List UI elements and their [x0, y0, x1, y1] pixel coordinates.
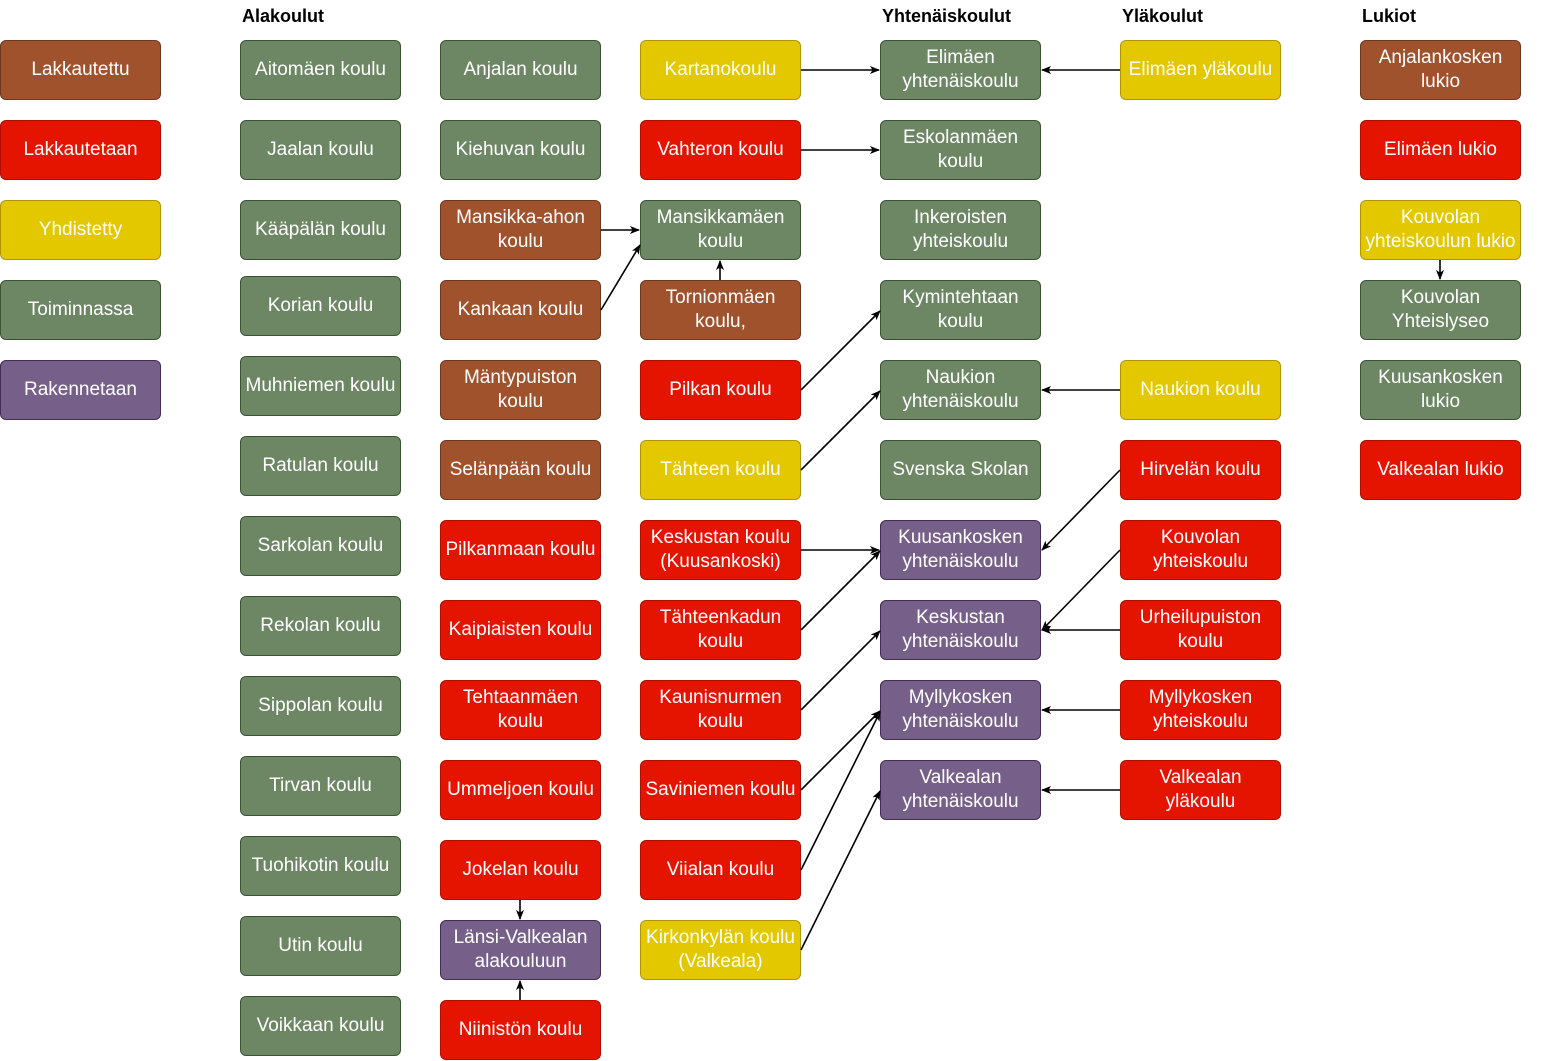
- school-muhniemen: Muhniemen koulu: [240, 356, 401, 416]
- header-ylakoulut: Yläkoulut: [1122, 6, 1204, 26]
- arrow-kouvolan-yhteiskoulu-to-keskustan: [1041, 549, 1121, 631]
- school-tuohikotin: Tuohikotin koulu: [240, 836, 401, 896]
- ylakoulu-kouvolan-yhteiskoulu: Kouvolan yhteiskoulu: [1120, 520, 1281, 580]
- school-tahteen: Tähteen koulu: [640, 440, 801, 500]
- school-kartanokoulu: Kartanokoulu: [640, 40, 801, 100]
- ylakoulu-urheilupuiston: Urheilupuiston koulu: [1120, 600, 1281, 660]
- school-tehtaanmaen: Tehtaanmäen koulu: [440, 680, 601, 740]
- lukio-kouvolan-yhteislyseo: Kouvolan Yhteislyseo: [1360, 280, 1521, 340]
- school-utin: Utin koulu: [240, 916, 401, 976]
- yhtenaiskoulu-eskolanmaen: Eskolanmäen koulu: [880, 120, 1041, 180]
- lukio-kouvolan-yhteiskoulun: Kouvolan yhteiskoulun lukio: [1360, 200, 1521, 260]
- yhtenaiskoulu-myllykosken: Myllykosken yhtenäiskoulu: [880, 680, 1041, 740]
- yhtenaiskoulu-keskustan: Keskustan yhtenäiskoulu: [880, 600, 1041, 660]
- school-tornionmaen: Tornionmäen koulu,: [640, 280, 801, 340]
- school-tahteenkadun: Tähteenkadun koulu: [640, 600, 801, 660]
- school-voikkaan: Voikkaan koulu: [240, 996, 401, 1056]
- school-aitomaen: Aitomäen koulu: [240, 40, 401, 100]
- arrow-saviniemen-to-myllykosken: [800, 710, 881, 791]
- lukio-elimaen: Elimäen lukio: [1360, 120, 1521, 180]
- arrow-pilkan-to-kymintehtaan: [800, 310, 881, 391]
- yhtenaiskoulu-valkealan: Valkealan yhtenäiskoulu: [880, 760, 1041, 820]
- school-lansi-valkealan: Länsi-Valkealan alakouluun: [440, 920, 601, 980]
- ylakoulu-valkealan: Valkealan yläkoulu: [1120, 760, 1281, 820]
- school-kaapalan: Kääpälän koulu: [240, 200, 401, 260]
- yhtenaiskoulu-svenska: Svenska Skolan: [880, 440, 1041, 500]
- school-kaunisnurmen: Kaunisnurmen koulu: [640, 680, 801, 740]
- legend-lakkautetaan: Lakkautetaan: [0, 120, 161, 180]
- lukio-kuusankosken: Kuusankosken lukio: [1360, 360, 1521, 420]
- school-kiehuvan: Kiehuvan koulu: [440, 120, 601, 180]
- arrow-tahteenkadun-to-kuusankosken: [800, 550, 881, 631]
- lukio-valkealan: Valkealan lukio: [1360, 440, 1521, 500]
- yhtenaiskoulu-inkeroisten: Inkeroisten yhteiskoulu: [880, 200, 1041, 260]
- ylakoulu-hirvelan: Hirvelän koulu: [1120, 440, 1281, 500]
- legend-rakennetaan: Rakennetaan: [0, 360, 161, 420]
- arrow-kirkonkylan-to-valkealan: [800, 790, 881, 951]
- yhtenaiskoulu-naukion: Naukion yhtenäiskoulu: [880, 360, 1041, 420]
- school-jokelan: Jokelan koulu: [440, 840, 601, 900]
- ylakoulu-elimaen: Elimäen yläkoulu: [1120, 40, 1281, 100]
- arrow-hirvelan-to-kuusankosken: [1041, 469, 1121, 551]
- yhtenaiskoulu-kuusankosken: Kuusankosken yhtenäiskoulu: [880, 520, 1041, 580]
- school-sippolan: Sippolan koulu: [240, 676, 401, 736]
- school-pilkan: Pilkan koulu: [640, 360, 801, 420]
- arrow-viialan-to-myllykosken: [800, 711, 881, 871]
- school-kirkonkylan: Kirkonkylän koulu (Valkeala): [640, 920, 801, 980]
- school-keskustan-kuusankoski: Keskustan koulu (Kuusankoski): [640, 520, 801, 580]
- arrow-kaunisnurmen-to-keskustan: [800, 630, 881, 711]
- school-korian: Korian koulu: [240, 276, 401, 336]
- arrow-kankaan-to-mansikkamaen: [600, 244, 641, 311]
- school-viialan: Viialan koulu: [640, 840, 801, 900]
- school-mansikkamaen: Mansikkamäen koulu: [640, 200, 801, 260]
- school-rekolan: Rekolan koulu: [240, 596, 401, 656]
- ylakoulu-myllykosken-yhteiskoulu: Myllykosken yhteiskoulu: [1120, 680, 1281, 740]
- header-lukiot: Lukiot: [1362, 6, 1416, 26]
- school-kankaan: Kankaan koulu: [440, 280, 601, 340]
- school-mantypuiston: Mäntypuiston koulu: [440, 360, 601, 420]
- legend-yhdistetty: Yhdistetty: [0, 200, 161, 260]
- school-anjalan: Anjalan koulu: [440, 40, 601, 100]
- yhtenaiskoulu-elimaen: Elimäen yhtenäiskoulu: [880, 40, 1041, 100]
- ylakoulu-naukion: Naukion koulu: [1120, 360, 1281, 420]
- arrow-tahteen-to-naukion: [800, 390, 881, 471]
- school-saviniemen: Saviniemen koulu: [640, 760, 801, 820]
- school-vahteron: Vahteron koulu: [640, 120, 801, 180]
- school-pilkanmaan: Pilkanmaan koulu: [440, 520, 601, 580]
- school-jaalan: Jaalan koulu: [240, 120, 401, 180]
- school-ratulan: Ratulan koulu: [240, 436, 401, 496]
- legend-toiminnassa: Toiminnassa: [0, 280, 161, 340]
- school-ummeljoen: Ummeljoen koulu: [440, 760, 601, 820]
- legend-lakkautettu: Lakkautettu: [0, 40, 161, 100]
- yhtenaiskoulu-kymintehtaan: Kymintehtaan koulu: [880, 280, 1041, 340]
- header-yhtenaiskoulut: Yhtenäiskoulut: [882, 6, 1012, 26]
- header-alakoulut: Alakoulut: [242, 6, 325, 26]
- lukio-anjalankosken: Anjalankosken lukio: [1360, 40, 1521, 100]
- school-mansikka-ahon: Mansikka-ahon koulu: [440, 200, 601, 260]
- school-selanpaan: Selänpään koulu: [440, 440, 601, 500]
- school-tirvan: Tirvan koulu: [240, 756, 401, 816]
- school-niiniston: Niinistön koulu: [440, 1000, 601, 1060]
- school-sarkolan: Sarkolan koulu: [240, 516, 401, 576]
- school-kaipiaisten: Kaipiaisten koulu: [440, 600, 601, 660]
